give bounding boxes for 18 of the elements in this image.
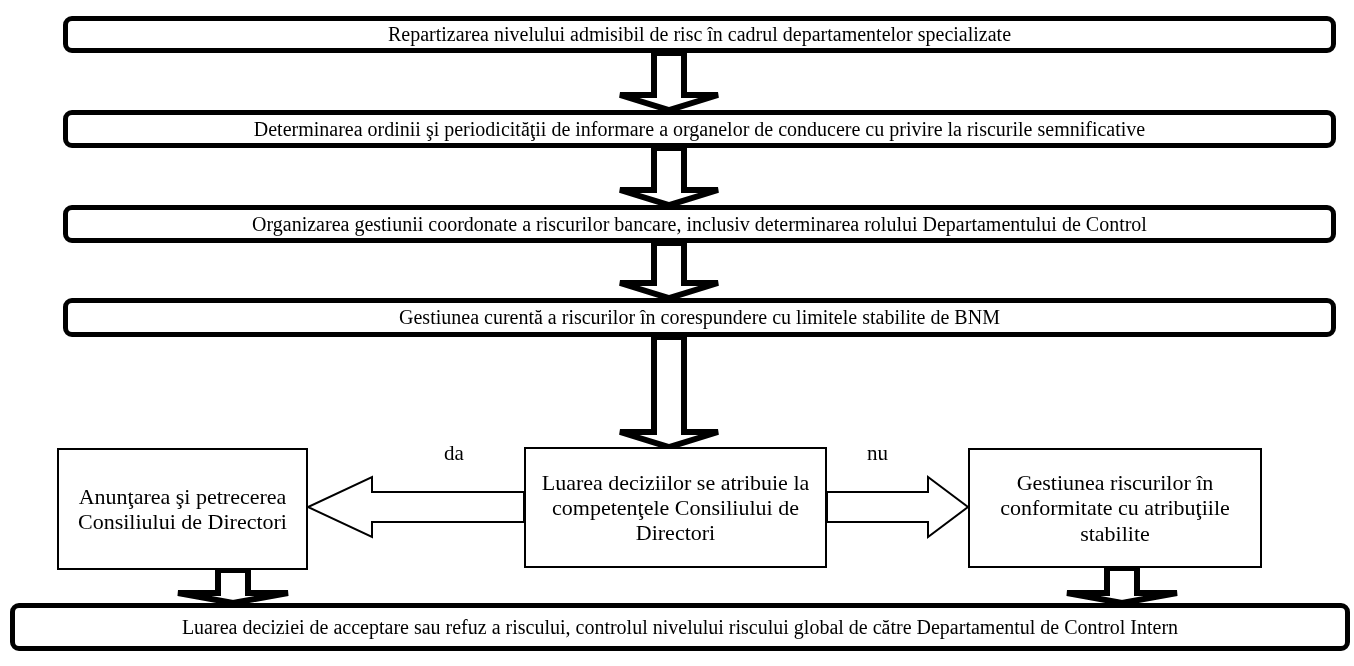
process-box [63,205,1336,243]
box-text: Repartizarea nivelului admisibil de risc în cadrul departamentelor specializate [387,23,1012,46]
process-box [524,447,827,568]
process-box [63,110,1336,148]
box-text: Luarea deciziilor se atribuie la competenţele Consiliului de Directori [540,469,811,546]
block-arrow [826,475,970,539]
process-box [57,448,308,570]
box-text: Gestiunea riscurilor în conformitate cu atribuţiile stabilite [999,470,1231,546]
box-text: Gestiunea curentă a riscurilor în corespundere cu limitele stabilite de BNM [399,306,1000,329]
process-box [10,603,1350,651]
block-arrow [305,475,525,539]
process-box [63,16,1336,53]
process-box [968,448,1262,568]
process-box [63,298,1336,337]
box-text: Luarea deciziei de acceptare sau refuz a riscului, controlul nivelului riscului global de către Departamentul de Control Intern [181,615,1179,639]
box-text: Determinarea ordinii şi periodicităţii de informare a organelor de conducere cu privire la riscurile semnificative [253,117,1146,141]
box-text: Organizarea gestiunii coordonate a riscurilor bancare, inclusiv determinarea rolului Departamentului de Control [252,212,1147,236]
box-text: Anunţarea şi petrecerea Consiliului de Directori [77,483,288,535]
